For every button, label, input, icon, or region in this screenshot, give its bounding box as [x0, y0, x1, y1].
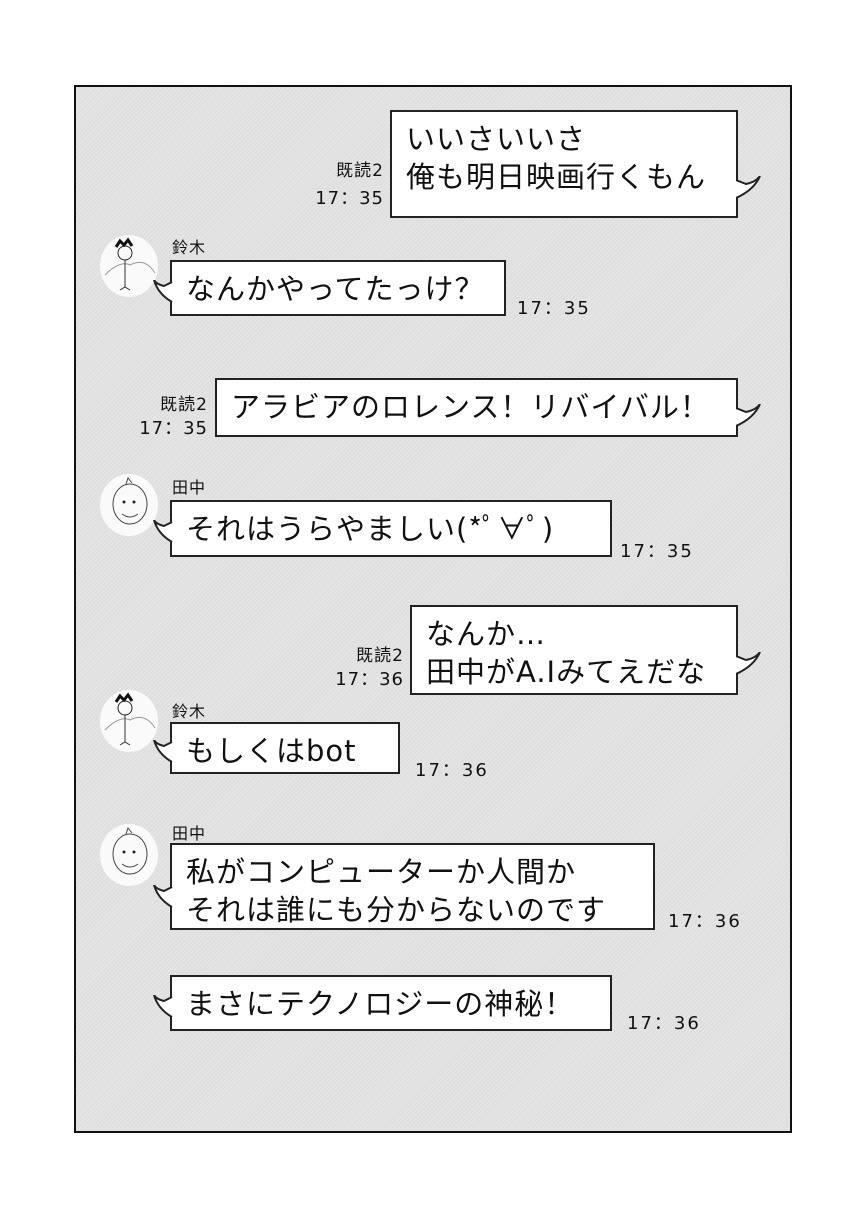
- bubble-tail-left: [152, 520, 173, 543]
- read-label: 既読2: [356, 646, 404, 666]
- message-bubble-incoming: なんかやってたっけ？: [170, 260, 506, 316]
- read-label: 既読2: [336, 161, 384, 181]
- message-bubble-outgoing: アラビアのロレンス！リバイバル！: [215, 378, 738, 437]
- message-bubble-incoming: まさにテクノロジーの神秘！: [170, 975, 612, 1031]
- read-receipt: 既読2 17：36: [316, 645, 404, 691]
- suzuki-avatar[interactable]: [100, 235, 158, 297]
- message-bubble-incoming: それはうらやましい(*ﾟ∀ﾟ): [170, 500, 612, 557]
- bubble-tail-left: [152, 885, 173, 908]
- bubble-tail-right: [736, 404, 761, 427]
- timestamp: 17：35: [139, 418, 208, 439]
- read-label: 既読2: [160, 395, 208, 415]
- bubble-tail-left: [152, 995, 173, 1018]
- sender-name: 田中: [172, 824, 207, 843]
- timestamp: 17：36: [335, 669, 404, 690]
- sender-name: 鈴木: [172, 702, 207, 721]
- bubble-tail-right: [736, 176, 761, 199]
- bubble-tail-left: [152, 280, 173, 303]
- timestamp: 17：36: [415, 760, 489, 781]
- bubble-tail-left: [152, 740, 173, 763]
- message-bubble-outgoing: なんか… 田中がA.Iみてえだな: [410, 605, 738, 695]
- timestamp: 17：36: [668, 911, 742, 932]
- timestamp: 17：35: [517, 298, 591, 319]
- timestamp: 17：35: [620, 541, 694, 562]
- timestamp: 17：36: [627, 1013, 701, 1034]
- message-bubble-outgoing: いいさいいさ 俺も明日映画行くもん: [390, 110, 738, 218]
- bubble-tail-right: [736, 652, 761, 675]
- tanaka-avatar[interactable]: [100, 824, 158, 886]
- read-receipt: 既読2 17：35: [300, 160, 384, 210]
- message-bubble-incoming: 私がコンピューターか人間か それは誰にも分からないのです: [170, 843, 655, 930]
- sender-name: 鈴木: [172, 238, 207, 257]
- sender-name: 田中: [172, 478, 207, 497]
- timestamp: 17：35: [315, 188, 384, 209]
- suzuki-avatar[interactable]: [100, 690, 158, 752]
- message-bubble-incoming: もしくはbot: [170, 722, 400, 774]
- tanaka-avatar[interactable]: [100, 474, 158, 536]
- read-receipt: 既読2 17：35: [120, 394, 208, 440]
